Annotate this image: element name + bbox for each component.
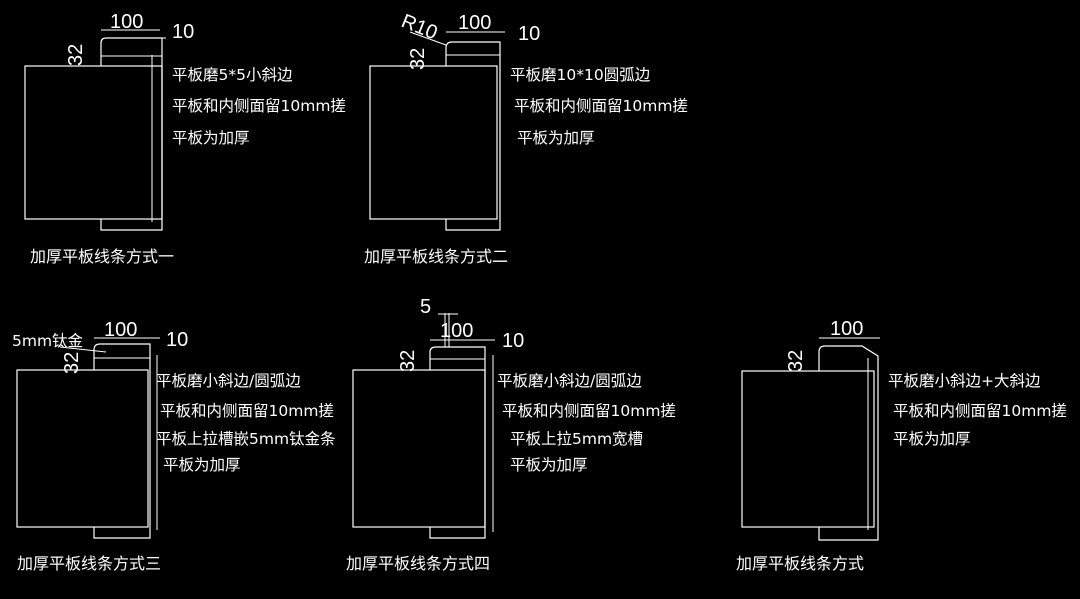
note-5-1: 平板磨小斜边+大斜边: [888, 372, 1041, 390]
dim-material-3: 5mm钛金: [12, 332, 84, 350]
dim-thickness-1: 32: [65, 44, 87, 66]
caption-4: 加厚平板线条方式四: [346, 554, 490, 573]
dim-thickness-5: 32: [785, 350, 807, 372]
caption-3: 加厚平板线条方式三: [17, 554, 161, 573]
note-3-4: 平板为加厚: [163, 456, 241, 474]
note-3-1: 平板磨小斜边/圆弧边: [156, 372, 301, 390]
dim-radius-2: R10: [398, 10, 440, 44]
note-4-3: 平板上拉5mm宽槽: [510, 430, 643, 448]
dim-width-2: 100: [458, 12, 491, 34]
trim-profile-1: [100, 37, 163, 231]
note-1-2: 平板和内侧面留10mm搓: [172, 97, 346, 115]
trim-profile-4: [429, 346, 486, 539]
detail-3: 100 10 5mm钛金 32 平板磨小斜边/圆弧边 平板和内侧面留10mm搓 …: [12, 319, 336, 573]
note-2-3: 平板为加厚: [517, 129, 595, 147]
panel-section-2: [369, 65, 498, 220]
note-3-2: 平板和内侧面留10mm搓: [160, 402, 334, 420]
trim-profile-5: [818, 345, 879, 541]
caption-2: 加厚平板线条方式二: [364, 247, 508, 266]
note-5-2: 平板和内侧面留10mm搓: [893, 402, 1067, 420]
dim-edge-2: 10: [518, 23, 540, 45]
note-1-1: 平板磨5*5小斜边: [172, 66, 293, 84]
note-2-2: 平板和内侧面留10mm搓: [514, 97, 688, 115]
note-4-1: 平板磨小斜边/圆弧边: [497, 372, 642, 390]
note-4-2: 平板和内侧面留10mm搓: [502, 402, 676, 420]
dim-width-1: 100: [110, 11, 143, 33]
dim-edge-4: 10: [502, 330, 524, 352]
dim-thickness-3: 32: [61, 352, 83, 374]
dim-groove-4: 5: [420, 296, 431, 318]
caption-1: 加厚平板线条方式一: [30, 247, 174, 266]
dim-width-3: 100: [104, 319, 137, 341]
trim-profile-3: [93, 343, 151, 539]
caption-5: 加厚平板线条方式: [736, 554, 864, 573]
dim-width-5: 100: [830, 318, 863, 340]
panel-section-5: [741, 370, 875, 528]
panel-section-3: [16, 369, 149, 528]
detail-5: 100 32 平板磨小斜边+大斜边 平板和内侧面留10mm搓 平板为加厚 加厚平…: [736, 318, 1067, 573]
detail-2: 100 10 R10 32 平板磨10*10圆弧边 平板和内侧面留10mm搓 平…: [364, 10, 688, 266]
panel-section-4: [352, 369, 486, 528]
note-3-3: 平板上拉槽嵌5mm钛金条: [156, 430, 336, 448]
note-4-4: 平板为加厚: [510, 456, 588, 474]
detail-4: 5 100 10 32 平板磨小斜边/圆弧边 平板和内侧面留10mm搓 平板上拉…: [346, 296, 676, 573]
dim-thickness-2: 32: [407, 48, 429, 70]
trim-profile-2: [445, 41, 501, 231]
panel-section-1: [24, 65, 163, 220]
dim-edge-1: 10: [172, 21, 194, 43]
dim-edge-3: 10: [166, 329, 188, 351]
detail-1: 100 10 32 平板磨5*5小斜边 平板和内侧面留10mm搓 平板为加厚 加…: [24, 11, 346, 266]
note-2-1: 平板磨10*10圆弧边: [510, 66, 651, 84]
dim-thickness-4: 32: [397, 350, 419, 372]
dim-width-4: 100: [440, 320, 473, 342]
note-5-3: 平板为加厚: [893, 430, 971, 448]
note-1-3: 平板为加厚: [172, 129, 250, 147]
